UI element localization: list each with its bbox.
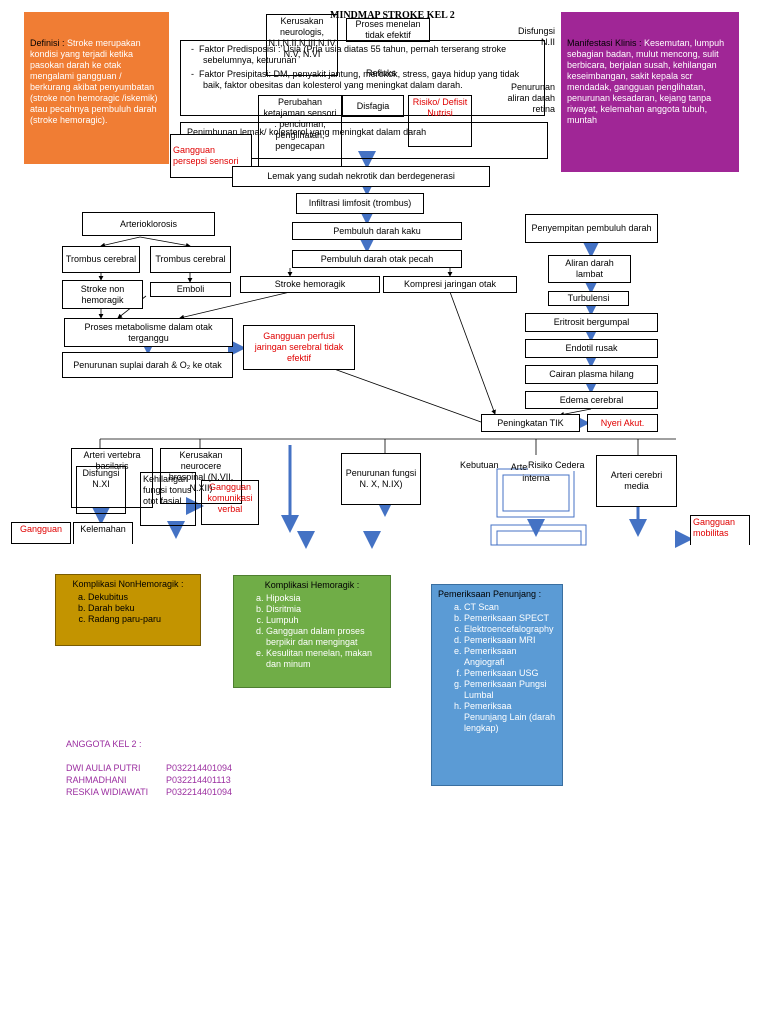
list-item: Pemeriksaan Angiografi — [464, 646, 556, 668]
node-proses-menelan: Proses menelan tidak efektif — [346, 18, 430, 42]
node-gangguan-persepsi-sensori: Gangguan persepsi sensori — [170, 134, 252, 178]
node-kerusakan-neurologis: Kerusakan neurologis, N.I,N.II,N.III,N.I… — [266, 14, 338, 76]
komplikasi-hem-list: Hipoksia Disritmia Lumpuh Gangguan dalam… — [240, 593, 384, 670]
node-risiko-defisit-nutrisi: Risiko/ Defisit Nutrisi — [408, 95, 472, 147]
komplikasi-non-list: Dekubitus Darah beku Radang paru-paru — [62, 592, 194, 625]
member-name: DWI AULIA PUTRI — [66, 763, 141, 773]
node-pembuluh-kaku: Pembuluh darah kaku — [292, 222, 462, 240]
list-item: Pemeriksaan SPECT — [464, 613, 556, 624]
node-penurunan-suplai: Penurunan suplai darah & O₂ ke otak — [62, 352, 233, 378]
node-endotil: Endotil rusak — [525, 339, 658, 358]
node-peningkatan-tik: Peningkatan TIK — [481, 414, 580, 432]
node-edema-cerebral: Edema cerebral — [525, 391, 658, 409]
node-pembuluh-pecah: Pembuluh darah otak pecah — [292, 250, 462, 268]
list-item: Disritmia — [266, 604, 384, 615]
node-aliran-lambat: Aliran darah lambat — [548, 255, 631, 283]
pemeriksaan-list: CT Scan Pemeriksaan SPECT Elektroencefal… — [438, 602, 556, 734]
list-item: CT Scan — [464, 602, 556, 613]
list-item: Dekubitus — [88, 592, 194, 603]
label-kebutuan: Kebutuan — [460, 460, 499, 470]
pemeriksaan-title: Pemeriksaan Penunjang : — [438, 589, 542, 599]
page-title: MINDMAP STROKE KEL 2 — [330, 10, 455, 21]
label-refluks: Refluks — [366, 68, 397, 78]
member-name: RAHMADHANI — [66, 775, 127, 785]
node-trombus-cerebral-1: Trombus cerebral — [62, 246, 140, 273]
table-row: DWI AULIA PUTRI P032214401094 — [66, 762, 234, 774]
node-arterioklorosis: Arterioklorosis — [82, 212, 215, 236]
list-item: Gangguan dalam proses berpikir dan mengi… — [266, 626, 384, 648]
node-emboli: Emboli — [150, 282, 231, 297]
node-cairan-plasma: Cairan plasma hilang — [525, 365, 658, 384]
list-item: Kesulitan menelan, makan dan minum — [266, 648, 384, 670]
label-risiko-cedera: Risiko Cedera — [528, 460, 585, 471]
label-penurunan-aliran-retina: Penurunan aliran darah retina — [507, 82, 555, 114]
list-item: Elektroencefalography — [464, 624, 556, 635]
member-nim: P032214401094 — [166, 787, 233, 797]
list-item: Lumpuh — [266, 615, 384, 626]
manifestasi-label: Manifestasi Klinis : — [567, 38, 642, 48]
list-item: Pemeriksaa Penunjang Lain (darah lengkap… — [464, 701, 556, 734]
table-row: RAHMADHANI P032214401113 — [66, 774, 234, 786]
node-stroke-non-hemoragik: Stroke non hemoragik — [62, 280, 143, 309]
table-row: RESKIA WIDIAWATI P032214401094 — [66, 786, 234, 798]
node-disfungsi-nxi: Disfungsi N.XI — [76, 466, 126, 514]
list-item: Pemeriksaan USG — [464, 668, 556, 679]
komplikasi-hem-title: Komplikasi Hemoragik : — [264, 580, 360, 590]
node-eritrosit: Eritrosit bergumpal — [525, 313, 658, 332]
node-gangguan-left: Gangguan — [11, 522, 71, 544]
node-penyempitan: Penyempitan pembuluh darah — [525, 214, 658, 243]
list-item: Darah beku — [88, 603, 194, 614]
node-gangguan-perfusi: Gangguan perfusi jaringan serebral tidak… — [243, 325, 355, 370]
list-item: Hipoksia — [266, 593, 384, 604]
definisi-box: Definisi : Stroke merupakan kondisi yang… — [24, 12, 169, 164]
node-disfagia: Disfagia — [342, 95, 404, 117]
definisi-label: Definisi : — [30, 38, 65, 48]
node-lemak-nekrotik: Lemak yang sudah nekrotik dan berdegener… — [232, 166, 490, 187]
faktor-predisposisi: - Faktor Predisposisi : Usia (Pria usia … — [191, 44, 507, 65]
member-name: RESKIA WIDIAWATI — [66, 787, 149, 797]
node-infiltrasi: Infiltrasi limfosit (trombus) — [296, 193, 424, 214]
node-arteri-cerebri: Arteri cerebri media — [596, 455, 677, 507]
manifestasi-box: Manifestasi Klinis : Kesemutan, lumpuh s… — [561, 12, 739, 172]
node-penurunan-fungsi-nx: Penurunan fungsi N. X, N.IX) — [341, 453, 421, 505]
node-nyeri-akut: Nyeri Akut. — [587, 414, 658, 432]
komplikasi-non-title: Komplikasi NonHemoragik : — [72, 579, 184, 589]
faktor-box: - Faktor Predisposisi : Usia (Pria usia … — [180, 40, 545, 116]
komplikasi-hemoragik-box: Komplikasi Hemoragik : Hipoksia Disritmi… — [233, 575, 391, 688]
anggota-section: ANGGOTA KEL 2 : DWI AULIA PUTRI P0322144… — [66, 738, 234, 798]
member-nim: P032214401094 — [166, 763, 233, 773]
list-item: Pemeriksaan Pungsi Lumbal — [464, 679, 556, 701]
node-kompresi-jaringan: Kompresi jaringan otak — [383, 276, 517, 293]
node-kelemahan: Kelemahan — [73, 522, 133, 544]
anggota-table: DWI AULIA PUTRI P032214401094 RAHMADHANI… — [66, 762, 234, 798]
member-nim: P032214401113 — [166, 775, 231, 785]
anggota-title: ANGGOTA KEL 2 : — [66, 739, 142, 749]
node-kehilangan-fungsi: Kehilangan fungsi tonus otot fasial — [140, 472, 196, 526]
node-gangguan-komunikasi: Gangguan komunikasi verbal — [201, 480, 259, 525]
manifestasi-text: Kesemutan, lumpuh sebagian badan, mulut … — [567, 38, 725, 125]
node-proses-metabolisme: Proses metabolisme dalam otak terganggu — [64, 318, 233, 347]
definisi-text: Stroke merupakan kondisi yang terjadi ke… — [30, 38, 158, 125]
faktor-presipitasi: - Faktor Presipitasi: DM, penyakit jantu… — [191, 69, 520, 90]
node-trombus-cerebral-2: Trombus cerebral — [150, 246, 231, 273]
list-item: Pemeriksaan MRI — [464, 635, 556, 646]
komplikasi-nonhemoragik-box: Komplikasi NonHemoragik : Dekubitus Dara… — [55, 574, 201, 646]
node-stroke-hemoragik: Stroke hemoragik — [240, 276, 380, 293]
label-disfungsi-nii: Disfungsi N.II — [517, 26, 555, 47]
node-gangguan-mobilitas: Gangguan mobilitas — [690, 515, 750, 545]
list-item: Radang paru-paru — [88, 614, 194, 625]
pemeriksaan-penunjang-box: Pemeriksaan Penunjang : CT Scan Pemeriks… — [431, 584, 563, 786]
node-turbulensi: Turbulensi — [548, 291, 629, 306]
